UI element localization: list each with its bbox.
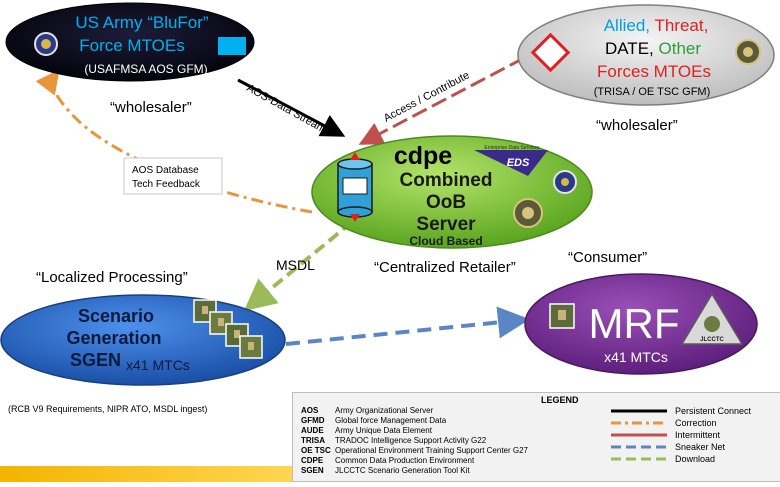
bluforce-line1: US Army “BluFor” bbox=[75, 13, 209, 32]
trisa-seal-icon bbox=[735, 39, 761, 65]
legend-abbreviation-text: JLCCTC Scenario Generation Tool Kit bbox=[335, 466, 470, 475]
legend-line-swatch bbox=[611, 421, 667, 425]
server-role: “Centralized Retailer” bbox=[374, 259, 516, 276]
sneaker-net-edge bbox=[285, 306, 530, 346]
legend-line-label: Persistent Connect bbox=[675, 406, 752, 416]
sgen-terrain-images-icon bbox=[193, 299, 263, 359]
mrf-title: MRF bbox=[589, 300, 680, 347]
allied-line2: DATE, Other bbox=[605, 39, 701, 58]
legend-line-label: Sneaker Net bbox=[675, 442, 726, 452]
access-contribute-edge bbox=[358, 56, 525, 145]
eds-label: EDS bbox=[507, 157, 530, 169]
feedback-label-line2: Tech Feedback bbox=[132, 179, 201, 190]
allied-node: Allied, Threat, DATE, Other Forces MTOEs… bbox=[517, 4, 775, 106]
legend-abbreviation: TRISA bbox=[301, 436, 325, 445]
access-contribute-label: Access / Contribute bbox=[382, 69, 472, 124]
sgen-line1: Scenario bbox=[78, 306, 154, 326]
allied-line3: Forces MTOEs bbox=[597, 62, 711, 81]
allied-line4: (TRISA / OE TSC GFM) bbox=[594, 86, 711, 98]
bluforce-role: “wholesaler” bbox=[110, 99, 192, 116]
mrf-role: “Consumer” bbox=[568, 249, 647, 266]
msdl-edge bbox=[243, 220, 354, 312]
sgen-role: “Localized Processing” bbox=[36, 269, 188, 286]
army-seal-icon bbox=[34, 32, 58, 56]
legend-abbreviation-text: Army Unique Data Element bbox=[335, 426, 432, 435]
legend-abbreviation: CDPE bbox=[301, 456, 324, 465]
mrf-node: MRF x41 MTCs JLCCTC bbox=[524, 273, 758, 375]
sgen-line2: Generation bbox=[66, 328, 161, 348]
cyan-flag-icon bbox=[218, 37, 246, 55]
legend-line-swatch bbox=[611, 433, 667, 437]
sgen-note: (RCB V9 Requirements, NIPR ATO, MSDL ing… bbox=[8, 404, 207, 414]
eds-logo-icon: Enterprise Data Services EDS bbox=[474, 145, 548, 176]
legend-abbreviation: OE TSC bbox=[301, 446, 331, 455]
database-icon bbox=[337, 152, 373, 222]
legend-line-swatch bbox=[611, 457, 667, 461]
eds-top-label: Enterprise Data Services bbox=[484, 145, 540, 151]
bluforce-line3: (USAFMSA AOS GFM) bbox=[84, 62, 207, 76]
legend-abbreviation: SGEN bbox=[301, 466, 324, 475]
mrf-terrain-image-icon bbox=[549, 303, 575, 329]
red-diamond-icon bbox=[530, 32, 571, 73]
legend-abbreviation-text: Army Organizational Server bbox=[335, 406, 434, 415]
legend-abbreviation-row: SGEN JLCCTC Scenario Generation Tool Kit bbox=[301, 466, 528, 476]
legend-line-label: Download bbox=[675, 454, 716, 464]
server-node: cdpe Enterprise Data Services EDS Combin… bbox=[311, 135, 593, 249]
feedback-label-line1: AOS Database bbox=[132, 165, 199, 176]
legend-abbreviation: AOS bbox=[301, 406, 319, 415]
aos-data-stream-label: AOS-Data Stream bbox=[245, 82, 328, 135]
mrf-suffix: x41 MTCs bbox=[604, 349, 668, 365]
legend-abbreviation-row: TRISA TRADOC Intelligence Support Activit… bbox=[301, 436, 528, 446]
allied-role: “wholesaler” bbox=[596, 117, 678, 134]
jlcctc-badge-icon: JLCCTC bbox=[680, 292, 744, 345]
footer-accent-bar bbox=[0, 466, 320, 482]
legend-abbreviation: AUDE bbox=[301, 426, 324, 435]
allied-line1: Allied, Threat, bbox=[604, 16, 709, 35]
feedback-label-box bbox=[123, 157, 223, 195]
server-line4: Cloud Based bbox=[409, 234, 482, 248]
legend-line-label: Intermittent bbox=[675, 430, 721, 440]
legend-abbreviation-text: Operational Environment Training Support… bbox=[335, 446, 528, 455]
legend-line-swatch bbox=[611, 409, 667, 413]
server-seal-bottom-icon bbox=[513, 198, 543, 228]
legend-abbreviation-text: Common Data Production Environment bbox=[335, 456, 475, 465]
legend-abbreviation: GFMD bbox=[301, 416, 325, 425]
server-line3: Server bbox=[416, 214, 476, 235]
msdl-label: MSDL bbox=[276, 257, 315, 273]
jlcctc-badge-label: JLCCTC bbox=[700, 337, 724, 343]
legend-line-label: Correction bbox=[675, 418, 717, 428]
aos-data-stream-edge bbox=[237, 78, 346, 137]
cdpe-logo: cdpe bbox=[394, 142, 452, 170]
bluforce-node: US Army “BluFor” Force MTOEs (USAFMSA AO… bbox=[5, 2, 255, 82]
server-line2: OoB bbox=[426, 192, 466, 213]
legend-abbreviation-row: OE TSC Operational Environment Training S… bbox=[301, 446, 528, 456]
legend-abbreviation-row: CDPE Common Data Production Environment bbox=[301, 456, 528, 466]
legend-abbreviation-row: AUDE Army Unique Data Element bbox=[301, 426, 528, 436]
legend-title: LEGEND bbox=[541, 395, 579, 405]
legend-abbreviation-row: AOS Army Organizational Server bbox=[301, 406, 528, 416]
legend-line-swatch bbox=[611, 445, 667, 449]
legend-abbreviation-text: TRADOC Intelligence Support Activity G22 bbox=[335, 436, 487, 445]
legend-abbreviation-text: Global force Management Data bbox=[335, 416, 447, 425]
bluforce-line2: Force MTOEs bbox=[79, 36, 184, 55]
server-seal-top-icon bbox=[553, 170, 577, 194]
legend-abbreviation-row: GFMD Global force Management Data bbox=[301, 416, 528, 426]
server-line1: Combined bbox=[400, 170, 493, 191]
